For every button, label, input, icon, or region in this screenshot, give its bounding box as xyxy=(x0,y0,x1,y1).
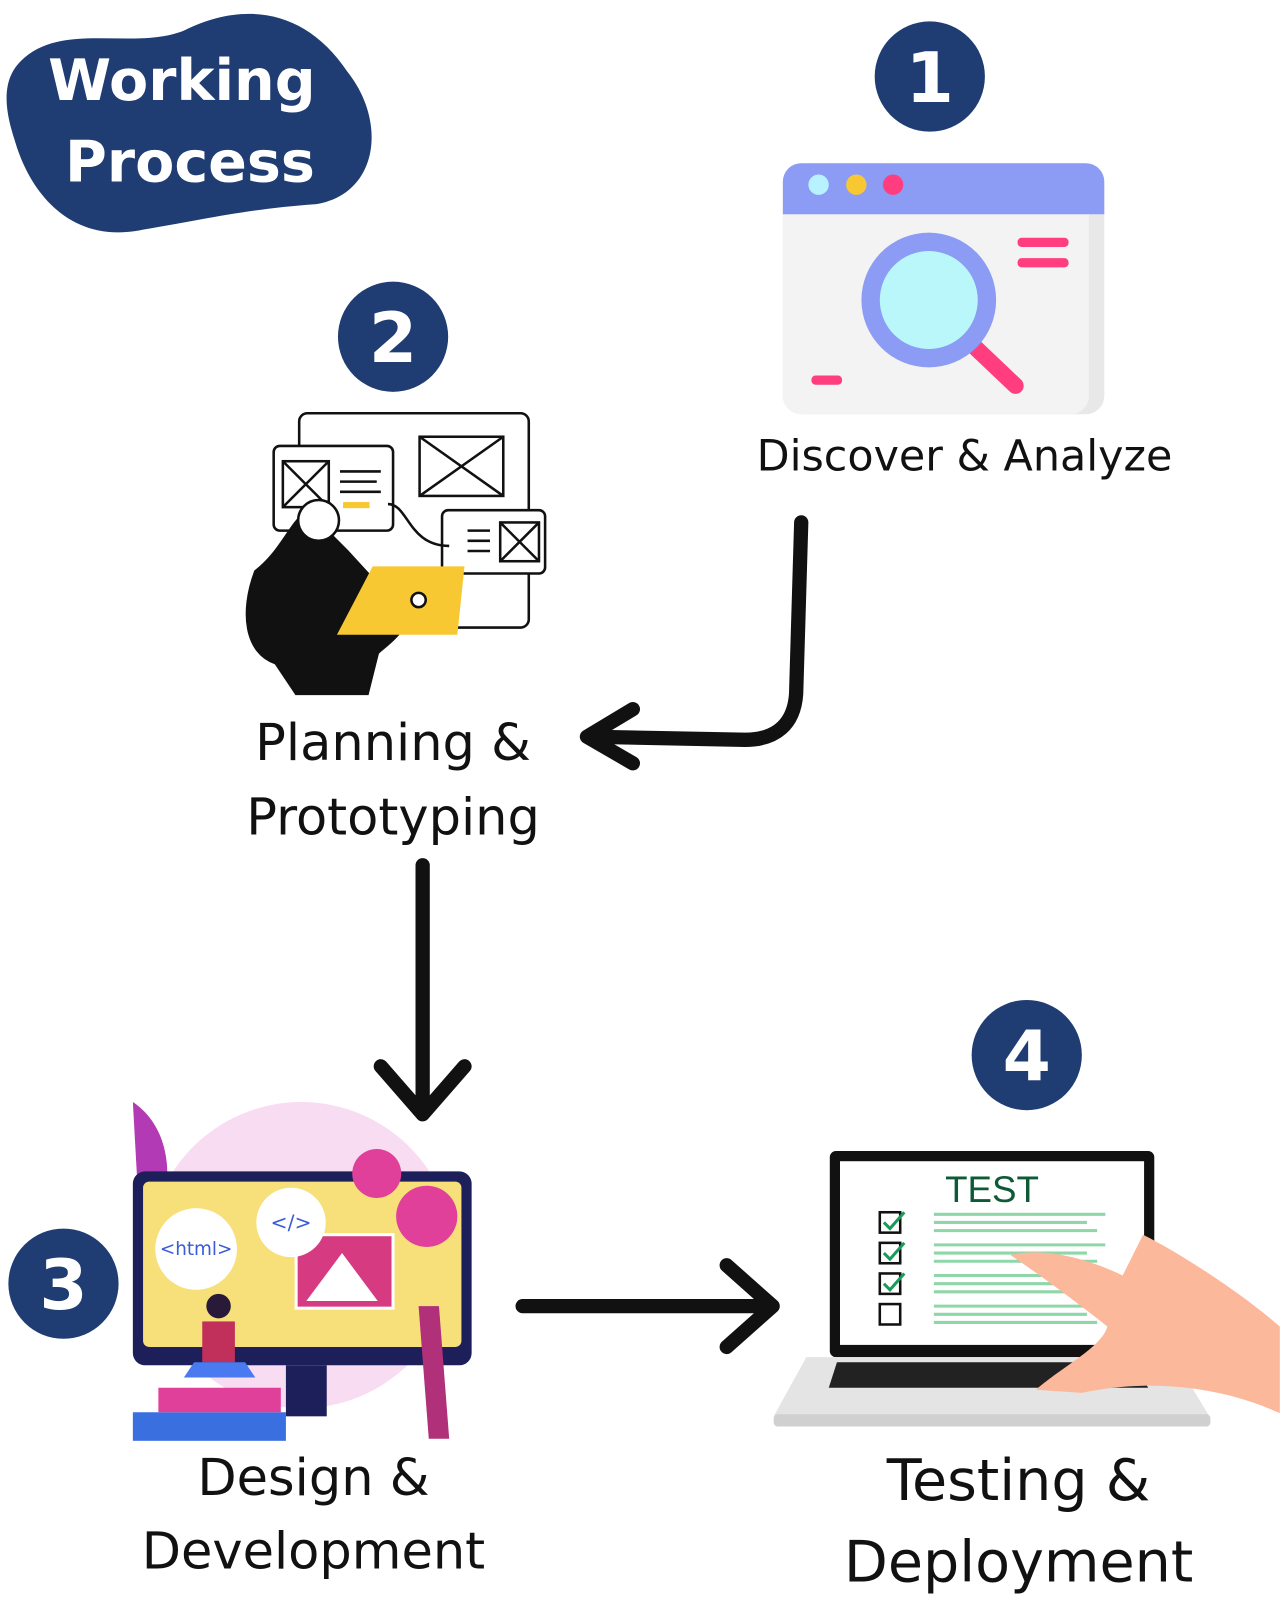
browser-search-icon xyxy=(782,163,1105,415)
planning-illustration xyxy=(245,411,547,696)
arrow-1-to-2 xyxy=(579,515,809,771)
arrow-2-to-3 xyxy=(373,858,472,1122)
title-line-2: Process xyxy=(65,130,315,196)
gear-icon xyxy=(396,1185,458,1247)
development-illustration: <html> </> xyxy=(132,1102,472,1441)
title-blob: Working Process xyxy=(6,13,372,233)
title-line-1: Working xyxy=(48,48,316,114)
step-1: 1 Discover & Analyze xyxy=(757,21,1173,481)
step-4-label-line-1: Testing & xyxy=(886,1448,1151,1514)
step-1-label: Discover & Analyze xyxy=(757,431,1173,481)
step-3-number: 3 xyxy=(39,1246,87,1326)
step-1-number: 1 xyxy=(906,39,954,119)
step-2: 2 Planning & Prototyping xyxy=(245,281,547,848)
step-4-number: 4 xyxy=(1003,1018,1051,1098)
step-1-badge xyxy=(874,21,985,132)
step-3: 3 <html> </> Design & Development xyxy=(8,1102,485,1581)
test-screen-title: TEST xyxy=(945,1169,1039,1210)
step-2-label-line-1: Planning & xyxy=(255,714,531,773)
html-tag-text: <html> xyxy=(160,1239,233,1260)
step-2-label-line-2: Prototyping xyxy=(246,789,540,848)
gear-icon xyxy=(352,1148,402,1198)
step-3-label-line-1: Design & xyxy=(197,1449,429,1508)
step-3-label-line-2: Development xyxy=(142,1522,485,1581)
step-2-badge xyxy=(337,281,449,392)
arrow-3-to-4 xyxy=(515,1258,780,1355)
step-3-badge xyxy=(8,1228,119,1339)
testing-laptop-illustration: TEST xyxy=(773,1151,1280,1427)
step-4-badge xyxy=(971,1000,1082,1111)
step-2-number: 2 xyxy=(369,299,417,379)
step-4-label-line-2: Deployment xyxy=(844,1530,1193,1596)
step-4: 4 TEST Testing & Deployment xyxy=(773,1000,1280,1596)
code-tag-text: </> xyxy=(270,1211,311,1235)
